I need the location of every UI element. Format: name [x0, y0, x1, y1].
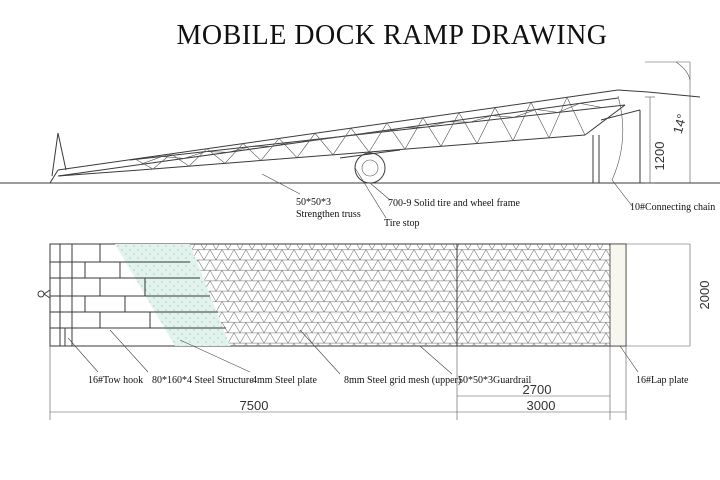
- steel-structure: [50, 244, 226, 346]
- side-view: 1200 14° 50*50*3 Strengthen truss 700-9 …: [0, 61, 720, 229]
- steel-plate-leader: [179, 339, 251, 373]
- lap-plate: [609, 243, 627, 347]
- guardrail-leader: [419, 345, 453, 375]
- grid-mesh-leader: [299, 329, 341, 375]
- tow-hook-callout: 16#Tow hook: [88, 375, 143, 386]
- platform-length-label: 2700: [523, 382, 552, 397]
- grid-mesh: [240, 244, 610, 346]
- angle-label: 14°: [670, 112, 690, 135]
- lip-plate-side: [617, 89, 701, 98]
- truss-size-callout: 50*50*3: [296, 197, 331, 208]
- truss-name-callout: Strengthen truss: [296, 209, 361, 220]
- overall-length-label: 7500: [240, 398, 269, 413]
- lip-length-label: 3000: [527, 398, 556, 413]
- tow-hook: [37, 289, 51, 299]
- lap-plate-leader: [619, 345, 639, 373]
- angle-dimension: 14°: [645, 61, 691, 183]
- chain-leader: [611, 179, 633, 207]
- width-label: 2000: [697, 281, 712, 310]
- truss-leader: [261, 173, 301, 195]
- tow-hook-leader: [67, 337, 99, 373]
- steel-plate-callout: 4mm Steel plate: [252, 375, 318, 386]
- height-label: 1200: [652, 142, 667, 171]
- tire-leader: [369, 182, 391, 201]
- drawing-title: MOBILE DOCK RAMP DRAWING: [176, 20, 607, 51]
- height-dimension: 1200: [645, 96, 667, 184]
- connecting-chain: [611, 95, 624, 181]
- wheel: [339, 149, 401, 184]
- steel-structure-callout: 80*160*4 Steel Structure: [152, 375, 254, 386]
- lap-plate-callout: 16#Lap plate: [636, 375, 689, 386]
- length-dimensions: 2700 3000 7500: [49, 346, 627, 420]
- plan-view: 2000 2700 3000 7500 16#Tow hook 80*160*4…: [37, 243, 712, 420]
- guardrail-callout: 50*50*3Guardrail: [458, 375, 532, 386]
- tire-stop-leader: [354, 167, 387, 219]
- chain-callout: 10#Connecting chain: [630, 202, 715, 213]
- tire-stop-callout: Tire stop: [384, 218, 419, 229]
- steel-structure-leader: [109, 329, 149, 373]
- support-legs: [586, 109, 641, 184]
- width-dimension: 2000: [626, 243, 712, 347]
- steel-plate: [115, 244, 230, 346]
- ramp-side-structure: [49, 89, 626, 184]
- grid-mesh-callout: 8mm Steel grid mesh (upper): [344, 375, 461, 386]
- tire-callout: 700-9 Solid tire and wheel frame: [388, 198, 520, 209]
